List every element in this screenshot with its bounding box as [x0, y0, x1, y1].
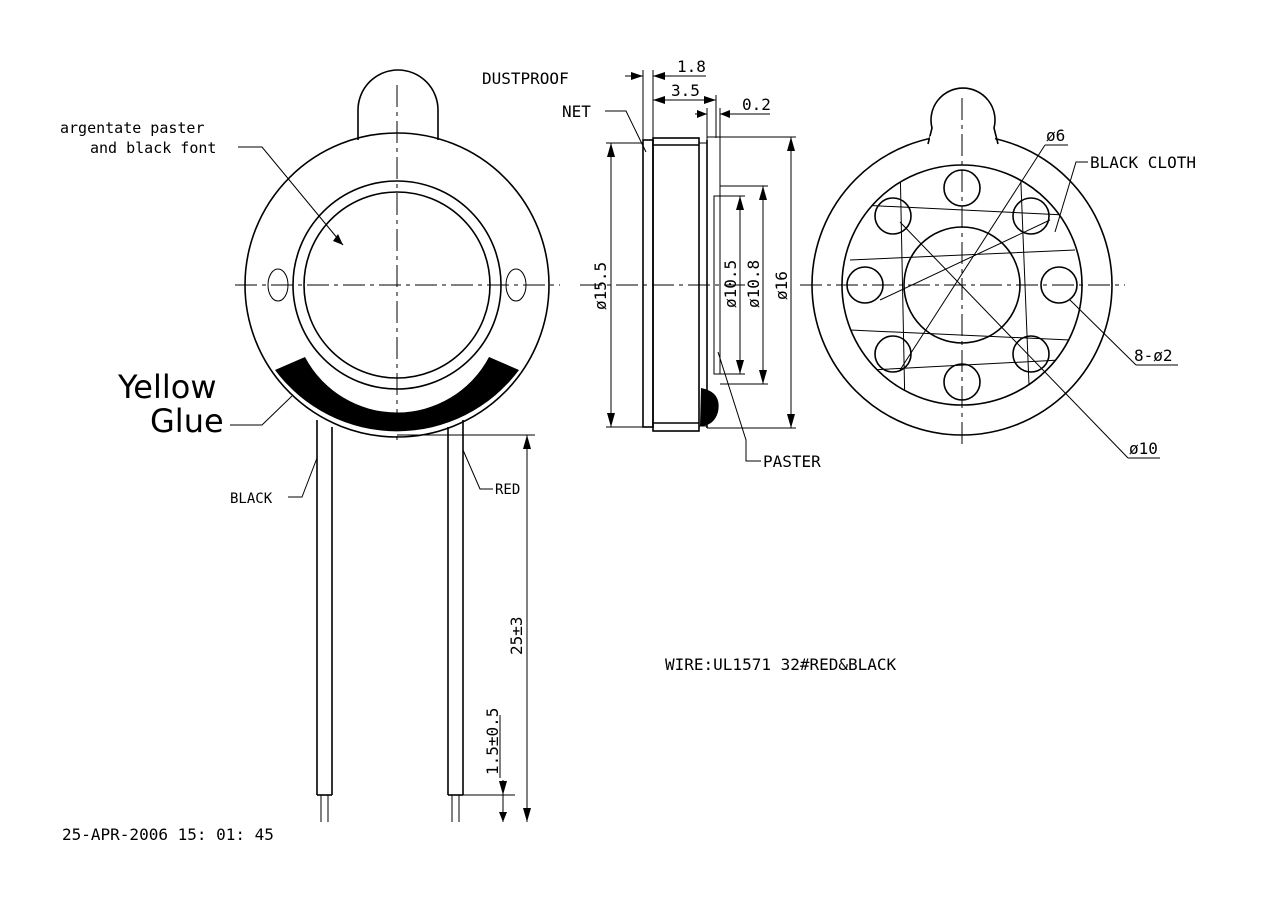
- label-argentate-1: argentate paster: [60, 119, 205, 137]
- black-wire: [316, 420, 333, 822]
- dustproof-net: [642, 139, 654, 428]
- dim-wire-length: 25±3: [507, 616, 526, 655]
- wire-spec-note: WIRE:UL1571 32#RED&BLACK: [665, 655, 897, 674]
- dim-phi-6: ø6: [1046, 126, 1065, 145]
- back-top-tab: [927, 87, 999, 145]
- back-view: ø6 ø10 8-ø2 BLACK CLOTH: [800, 87, 1196, 459]
- label-glue: Glue: [150, 402, 224, 440]
- dim-1-8: 1.8: [677, 57, 706, 76]
- front-view: 25±3 1.5±0.5 argentate paster and black …: [60, 69, 560, 822]
- dim-phi-15-5: ø15.5: [591, 262, 610, 310]
- yellow-glue-band: [275, 357, 519, 432]
- label-black-wire: BLACK: [230, 491, 273, 507]
- side-view: ø15.5 ø10.5 ø10.8 ø16 1.8: [482, 57, 821, 471]
- dim-strip-length: 1.5±0.5: [483, 708, 502, 775]
- label-black-cloth: BLACK CLOTH: [1090, 153, 1196, 172]
- paster-strip: [713, 195, 721, 375]
- dim-phi-10: ø10: [1129, 439, 1158, 458]
- dim-phi-10-8: ø10.8: [744, 260, 763, 308]
- label-argentate-2: and black font: [90, 139, 216, 157]
- label-dustproof: DUSTPROOF: [482, 69, 569, 88]
- timestamp: 25-APR-2006 15: 01: 45: [62, 825, 274, 844]
- label-paster: PASTER: [763, 452, 821, 471]
- dim-phi-10-5: ø10.5: [721, 260, 740, 308]
- red-wire: [447, 420, 464, 822]
- dim-8-holes: 8-ø2: [1134, 346, 1173, 365]
- front-top-tab: [357, 69, 439, 140]
- dim-3-5: 3.5: [671, 81, 700, 100]
- label-net: NET: [562, 102, 591, 121]
- dim-phi-16: ø16: [772, 271, 791, 300]
- glue-bump: [700, 388, 719, 426]
- dim-0-2: 0.2: [742, 95, 771, 114]
- label-red-wire: RED: [495, 482, 520, 498]
- label-yellow: Yellow: [117, 368, 217, 406]
